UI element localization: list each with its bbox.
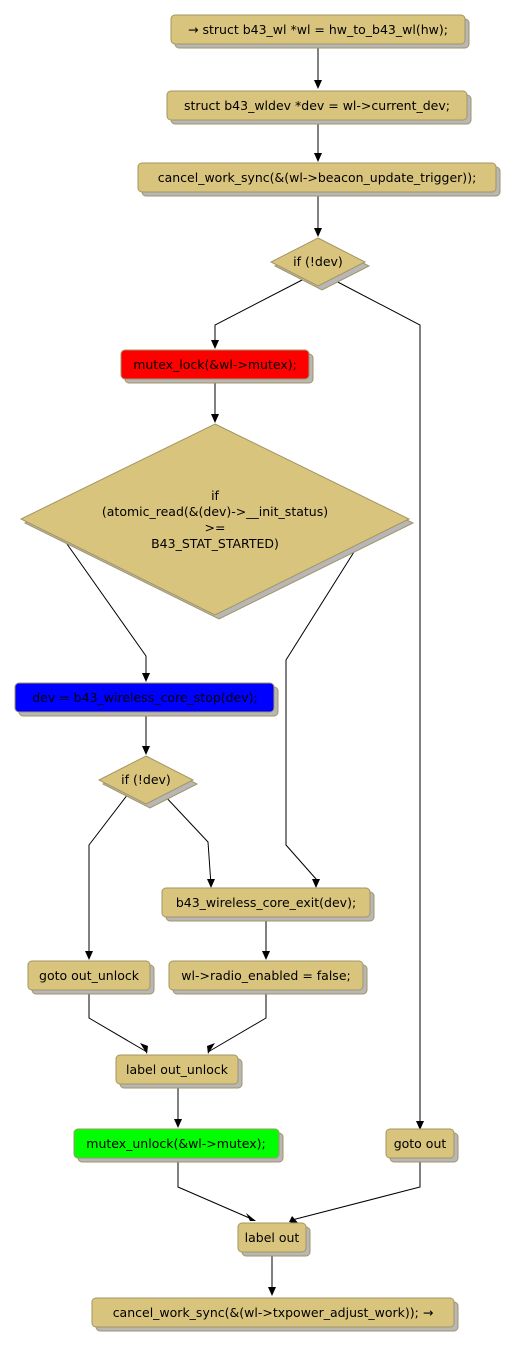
node-text: if	[211, 488, 219, 503]
arrowhead	[207, 879, 215, 888]
edge-n8-n9	[207, 991, 267, 1053]
node-text: label out_unlock	[126, 1062, 229, 1077]
node-text: label out	[245, 1230, 300, 1245]
arrowhead	[314, 153, 322, 162]
arrowhead	[211, 414, 219, 423]
node-label-out: label out	[237, 1222, 311, 1257]
node-text: struct b43_wldev *dev = wl->current_dev;	[184, 98, 450, 113]
edges	[66, 45, 424, 1296]
decision-init-status: if (atomic_read(&(dev)->__init_status) >…	[19, 423, 415, 620]
edge-n7-n9	[88, 991, 148, 1053]
decision-if-not-dev-2: if (!dev)	[97, 755, 199, 809]
edge-n11-n12	[291, 1160, 421, 1221]
edge-d1-n4	[214, 278, 305, 346]
node-text: (atomic_read(&(dev)->__init_status)	[102, 504, 328, 519]
node-text: mutex_unlock(&wl->mutex);	[86, 1136, 265, 1151]
edge-n10-n12	[177, 1160, 255, 1221]
node-text: >=	[205, 520, 226, 535]
node-text: cancel_work_sync(&(wl->txpower_adjust_wo…	[113, 1305, 434, 1320]
node-mutex-lock: mutex_lock(&wl->mutex);	[120, 349, 314, 384]
node-core-stop: dev = b43_wireless_core_stop(dev);	[14, 682, 279, 717]
node-text: mutex_lock(&wl->mutex);	[133, 357, 297, 372]
arrowhead	[416, 1121, 424, 1130]
node-text: b43_wireless_core_exit(dev);	[176, 895, 356, 910]
node-dev-assign: struct b43_wldev *dev = wl->current_dev;	[166, 90, 472, 125]
node-label-out-unlock: label out_unlock	[115, 1054, 243, 1089]
arrowhead	[211, 340, 219, 349]
edge-d2-n6	[285, 543, 360, 885]
arrowhead	[262, 951, 270, 960]
arrowhead	[85, 951, 93, 960]
node-wl-assign: → struct b43_wl *wl = hw_to_b43_wl(hw);	[170, 14, 470, 49]
node-text: dev = b43_wireless_core_stop(dev);	[32, 690, 258, 705]
arrowhead	[268, 1287, 276, 1296]
arrowhead	[314, 80, 322, 89]
arrowhead	[140, 1043, 148, 1054]
node-text: goto out_unlock	[39, 968, 140, 983]
edge-d3-n7	[88, 793, 129, 957]
edge-d1-n11	[331, 278, 421, 1127]
arrowhead	[207, 1043, 215, 1054]
node-text: goto out	[394, 1136, 447, 1151]
node-cancel-txpower: cancel_work_sync(&(wl->txpower_adjust_wo…	[91, 1297, 459, 1332]
node-text: → struct b43_wl *wl = hw_to_b43_wl(hw);	[188, 22, 448, 37]
edge-d2-n5	[66, 543, 147, 679]
node-goto-out-unlock: goto out_unlock	[27, 960, 155, 995]
arrowhead	[289, 1216, 299, 1224]
arrowhead	[142, 746, 150, 755]
arrowhead	[142, 673, 150, 682]
node-text: B43_STAT_STARTED)	[151, 536, 279, 551]
arrowhead	[314, 228, 322, 237]
node-text: wl->radio_enabled = false;	[181, 968, 350, 983]
edge-d3-n6	[162, 793, 212, 886]
node-text: if (!dev)	[293, 254, 343, 269]
decision-if-not-dev-1: if (!dev)	[269, 237, 371, 291]
node-goto-out: goto out	[385, 1128, 459, 1163]
node-mutex-unlock: mutex_unlock(&wl->mutex);	[73, 1128, 284, 1163]
node-text: if (!dev)	[121, 772, 171, 787]
node-radio-disabled: wl->radio_enabled = false;	[168, 960, 368, 995]
node-core-exit: b43_wireless_core_exit(dev);	[161, 887, 375, 922]
node-text: cancel_work_sync(&(wl->beacon_update_tri…	[158, 170, 477, 185]
node-cancel-beacon: cancel_work_sync(&(wl->beacon_update_tri…	[137, 162, 501, 197]
arrowhead	[246, 1213, 256, 1221]
arrowhead	[174, 1119, 182, 1128]
arrowhead	[312, 879, 320, 888]
